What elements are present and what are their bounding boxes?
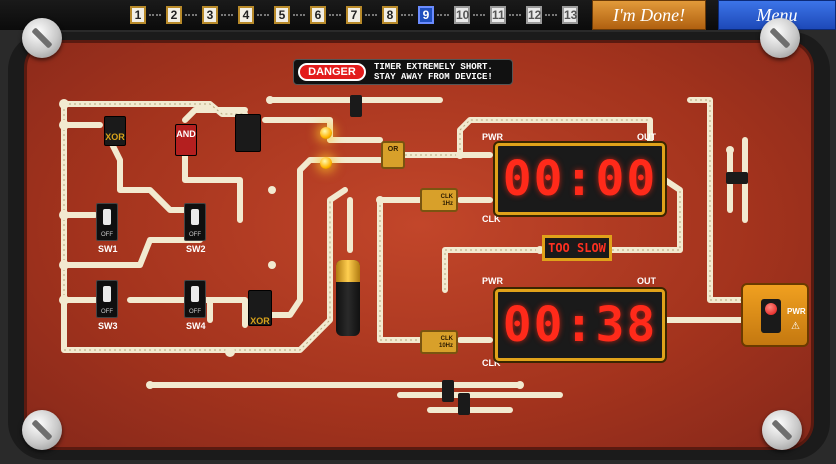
level-number: 8 — [382, 6, 398, 24]
capacitor — [336, 260, 360, 336]
level-connector — [509, 14, 521, 16]
switch-state: OFF — [189, 232, 201, 238]
screw-icon — [760, 18, 800, 58]
timer-top: 00:00 — [495, 143, 665, 215]
danger-line-1: TIMER EXTREMELY SHORT. — [374, 62, 493, 72]
level-10-button[interactable]: 10 — [452, 4, 488, 26]
danger-badge: DANGER — [298, 63, 366, 81]
switch-state: OFF — [101, 309, 113, 315]
xor-gate-chip-top — [235, 114, 261, 152]
clock-label: CLK — [440, 194, 453, 200]
danger-sign: DANGER TIMER EXTREMELY SHORT. STAY AWAY … — [293, 59, 513, 85]
switch-toggle — [191, 286, 199, 302]
level-connector — [221, 14, 233, 16]
xor-gate-chip-bottom: XOR — [248, 290, 272, 326]
level-7-button[interactable]: 7 — [344, 4, 380, 26]
level-number: 13 — [562, 6, 578, 24]
switch-toggle — [103, 286, 111, 302]
level-connector — [473, 14, 485, 16]
level-12-button[interactable]: 12 — [524, 4, 560, 26]
led-icon — [320, 157, 332, 169]
screw-icon — [22, 410, 62, 450]
level-number: 11 — [490, 6, 506, 24]
level-9-button[interactable]: 9 — [416, 4, 452, 26]
level-connector — [149, 14, 161, 16]
level-connector — [185, 14, 197, 16]
switch-sw4[interactable]: OFF — [184, 280, 206, 318]
switch-label: SW3 — [98, 321, 118, 331]
screw-icon — [762, 410, 802, 450]
level-13-button[interactable]: 13 — [560, 4, 596, 26]
im-done-button[interactable]: I'm Done! — [592, 0, 706, 30]
switch-label: SW2 — [186, 244, 206, 254]
switch-toggle — [103, 209, 111, 225]
clock-rate: 10Hz — [438, 343, 453, 349]
clk-label: CLK — [482, 214, 501, 224]
level-connector — [329, 14, 341, 16]
level-connector — [293, 14, 305, 16]
danger-line-2: STAY AWAY FROM DEVICE! — [374, 72, 493, 82]
level-8-button[interactable]: 8 — [380, 4, 416, 26]
level-connector — [545, 14, 557, 16]
level-connector — [401, 14, 413, 16]
pwr-label: PWR — [482, 276, 503, 286]
switch-state: OFF — [189, 309, 201, 315]
clock-1hz: CLK 1Hz — [420, 188, 458, 212]
level-number: 4 — [238, 6, 254, 24]
level-5-button[interactable]: 5 — [272, 4, 308, 26]
switch-sw3[interactable]: OFF — [96, 280, 118, 318]
level-number: 6 — [310, 6, 326, 24]
level-number: 10 — [454, 6, 470, 24]
clock-label: CLK — [440, 336, 453, 342]
power-unit: PWR ⚠ — [741, 283, 809, 347]
clk-label: CLK — [482, 358, 501, 368]
switch-label: SW1 — [98, 244, 118, 254]
level-11-button[interactable]: 11 — [488, 4, 524, 26]
level-connector — [257, 14, 269, 16]
warning-icon: ⚠ — [791, 321, 800, 332]
level-number: 7 — [346, 6, 362, 24]
level-number: 1 — [130, 6, 146, 24]
switch-sw1[interactable]: OFF — [96, 203, 118, 241]
level-number: 5 — [274, 6, 290, 24]
switch-toggle — [191, 209, 199, 225]
power-button[interactable] — [761, 299, 781, 333]
timer-bottom-digits: 00:38 — [502, 297, 658, 353]
power-label: PWR — [787, 307, 806, 316]
too-slow-display: TOO SLOW — [542, 235, 612, 261]
switch-sw2[interactable]: OFF — [184, 203, 206, 241]
and-gate-chip: AND — [175, 124, 197, 156]
out-label: OUT — [637, 276, 656, 286]
level-number: 2 — [166, 6, 182, 24]
level-6-button[interactable]: 6 — [308, 4, 344, 26]
level-1-button[interactable]: 1 — [128, 4, 164, 26]
level-2-button[interactable]: 2 — [164, 4, 200, 26]
timer-top-digits: 00:00 — [502, 151, 658, 207]
pwr-label: PWR — [482, 132, 503, 142]
level-connector — [365, 14, 377, 16]
level-number: 3 — [202, 6, 218, 24]
switch-state: OFF — [101, 232, 113, 238]
screw-icon — [22, 18, 62, 58]
level-4-button[interactable]: 4 — [236, 4, 272, 26]
switch-label: SW4 — [186, 321, 206, 331]
clock-10hz: CLK 10Hz — [420, 330, 458, 354]
out-label: OUT — [637, 132, 656, 142]
clock-rate: 1Hz — [442, 201, 453, 207]
level-3-button[interactable]: 3 — [200, 4, 236, 26]
level-connector — [437, 14, 449, 16]
timer-bottom: 00:38 — [495, 289, 665, 361]
or-gate-chip: OR — [381, 141, 405, 169]
level-number: 12 — [526, 6, 542, 24]
level-number: 9 — [418, 6, 434, 24]
led-icon — [320, 127, 332, 139]
xor-gate-chip: XOR — [104, 116, 126, 146]
